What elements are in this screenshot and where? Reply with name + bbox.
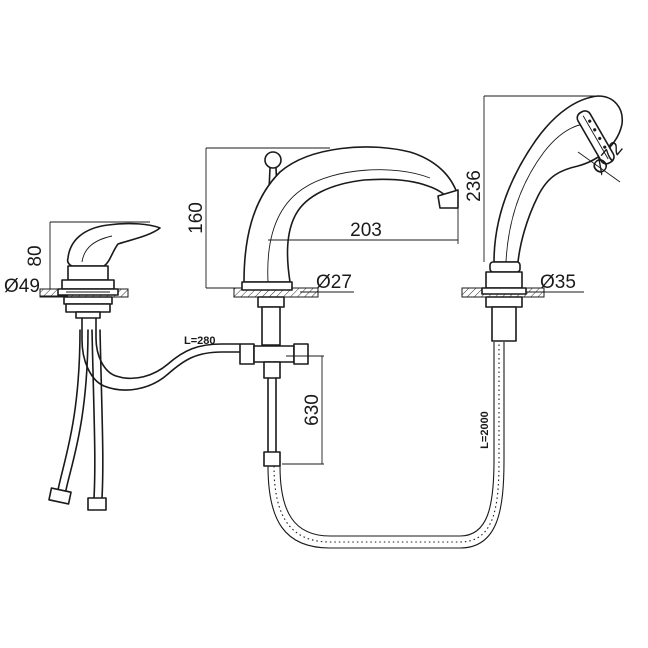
- shower-length-label: 236: [464, 170, 485, 202]
- fitting-left-nut: [239, 343, 255, 365]
- shower-hose-length-label: L=2000: [479, 411, 491, 449]
- lever-body: [67, 265, 109, 281]
- shower-holder-body: [485, 271, 523, 289]
- lever-base-ring: [61, 279, 115, 290]
- spout-nut: [257, 296, 285, 308]
- spout-reach-label: 203: [350, 220, 382, 241]
- shower-holder-flange: [481, 287, 527, 295]
- shower-nut: [485, 296, 523, 308]
- left-supply-nut-a: [48, 487, 72, 505]
- shower-mount-diameter-label: Ø35: [540, 272, 576, 293]
- lever-handle: [66, 222, 161, 267]
- shower-head-diam-line: [577, 151, 621, 183]
- fitting-body: [253, 345, 295, 363]
- shower-hose-outer: [267, 342, 505, 549]
- lever-height-label: 80: [25, 245, 46, 266]
- fitting-right-nut: [293, 343, 309, 365]
- shower-holder-top: [489, 261, 521, 273]
- spout-supply-nut: [263, 451, 281, 467]
- left-supply-hose-b: [91, 329, 96, 499]
- connector-hose-label: L=280: [184, 335, 216, 347]
- spout-base: [241, 281, 293, 291]
- supply-length-label: 630: [302, 394, 323, 426]
- left-supply-nut-b: [87, 497, 107, 511]
- shower-handle-contour: [505, 123, 585, 263]
- connector-hose-inner: [95, 317, 241, 380]
- spout-diameter-label: Ø27: [316, 272, 352, 293]
- spout-contour: [267, 169, 431, 283]
- shower-hose-inner: [279, 342, 495, 537]
- lever-mixer: 80 Ø49: [4, 221, 241, 511]
- lever-nut-top: [63, 296, 113, 305]
- lever-nut-bottom: [65, 303, 111, 313]
- fitting-bottom-nut: [263, 361, 281, 379]
- lever-handle-edge: [81, 235, 113, 263]
- spout-shank: [261, 306, 281, 346]
- shower-shank: [491, 306, 517, 342]
- hand-shower-unit: 236 Ø72 Ø35 L=2000: [461, 95, 627, 449]
- connector-hose-outer: [81, 317, 241, 391]
- shower-hose: [267, 342, 505, 549]
- lever-shank: [75, 311, 101, 319]
- left-supply-hose-b-inner: [99, 329, 104, 499]
- left-supply-hose-a-inner: [65, 329, 89, 491]
- spout-unit: 160 203 Ø27 630 L=280: [184, 146, 459, 467]
- spout-supply-pipe: [267, 377, 277, 453]
- shower-hose-coils: [273, 342, 500, 543]
- spout-height-label: 160: [186, 202, 207, 234]
- lever-diameter-label: Ø49: [4, 276, 40, 297]
- spout-knob: [264, 151, 282, 169]
- left-supply-hose-a: [57, 329, 81, 491]
- shower-head-face: [576, 110, 615, 165]
